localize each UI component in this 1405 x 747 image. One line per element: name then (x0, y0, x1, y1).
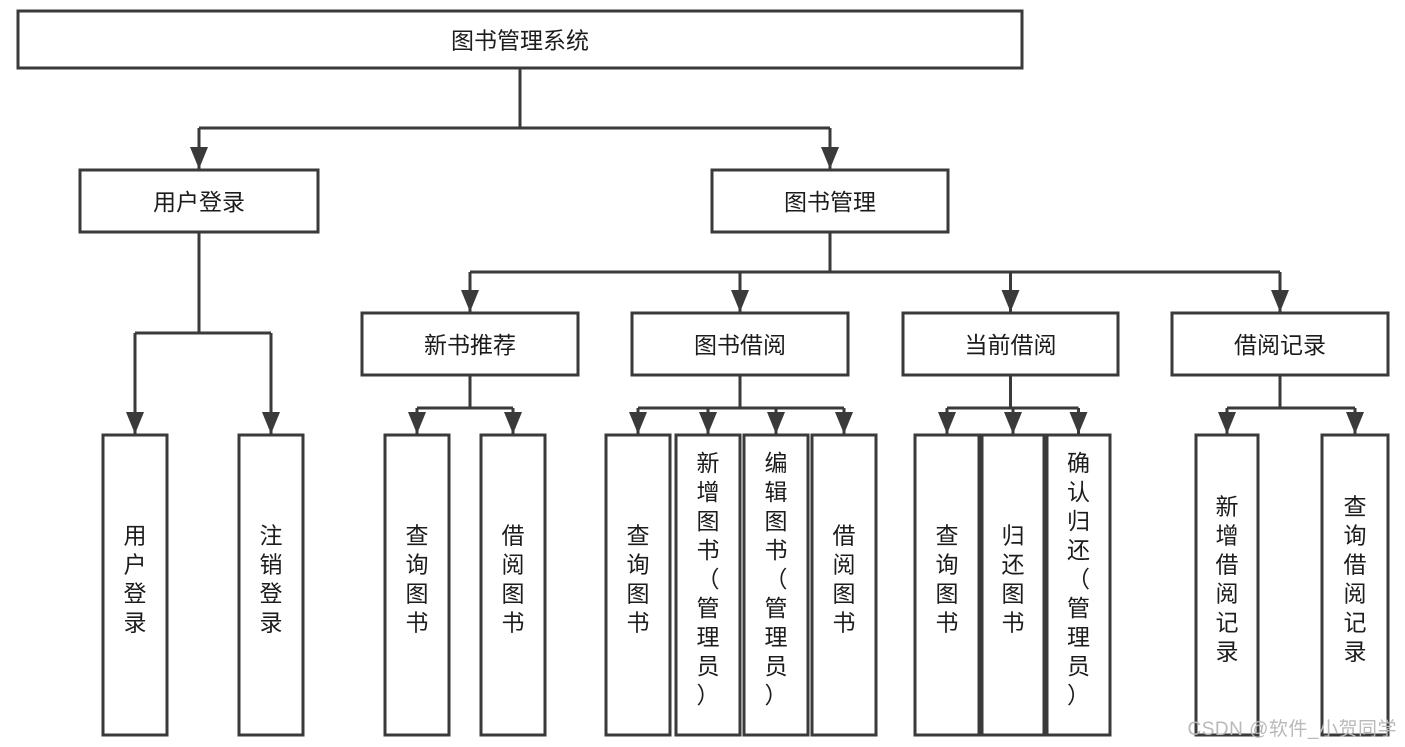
node-leaf-query-borrow-record-box[interactable] (1320, 433, 1390, 737)
node-leaf-return-book-label: 归还图书 (1002, 523, 1025, 636)
node-leaf-borrow-book[interactable]: 借阅图书 (810, 433, 878, 737)
arrow-head-icon (821, 147, 839, 169)
node-book-manage-label: 图书管理 (784, 189, 876, 215)
node-leaf-add-borrow-record-box[interactable] (1194, 433, 1260, 737)
arrow-head-icon (461, 290, 479, 312)
node-leaf-edit-book-admin[interactable]: 编辑图书（管理员） (742, 433, 810, 737)
arrow-head-icon (731, 290, 749, 312)
node-leaf-return-book[interactable]: 归还图书 (980, 433, 1046, 737)
node-leaf-query-book-rec-box[interactable] (383, 433, 451, 737)
arrow-head-icon (767, 412, 785, 434)
node-root-box[interactable] (16, 9, 1024, 70)
node-book-manage[interactable]: 图书管理 (710, 168, 950, 234)
node-book-borrow[interactable]: 图书借阅 (630, 311, 850, 377)
arrow-head-icon (835, 412, 853, 434)
node-leaf-borrow-book-rec-label: 借阅图书 (502, 523, 525, 636)
node-current-borrow-label: 当前借阅 (965, 332, 1057, 358)
arrow-head-icon (629, 412, 647, 434)
arrow-head-icon (1346, 412, 1364, 434)
node-leaf-user-login[interactable]: 用户登录 (101, 433, 169, 737)
node-current-borrow-box[interactable] (901, 311, 1120, 377)
node-leaf-query-borrow-record[interactable]: 查询借阅记录 (1320, 433, 1390, 737)
node-root[interactable]: 图书管理系统 (16, 9, 1024, 70)
node-new-book-recommend-label: 新书推荐 (424, 332, 516, 358)
node-leaf-logout-label: 注销登录 (260, 523, 283, 636)
csdn-watermark: CSDN @软件_小贺同学 (1187, 719, 1397, 740)
node-leaf-query-borrow-record-label: 查询借阅记录 (1344, 494, 1367, 665)
node-leaf-borrow-book-rec-box[interactable] (479, 433, 547, 737)
node-leaf-add-borrow-record[interactable]: 新增借阅记录 (1194, 433, 1260, 737)
node-book-manage-box[interactable] (710, 168, 950, 234)
node-leaf-query-book-borrow[interactable]: 查询图书 (604, 433, 672, 737)
arrow-head-icon (190, 147, 208, 169)
node-leaf-confirm-return-admin[interactable]: 确认归还（管理员） (1045, 433, 1112, 737)
node-borrow-record-label: 借阅记录 (1234, 332, 1326, 358)
node-borrow-record-box[interactable] (1170, 311, 1390, 377)
node-leaf-confirm-return-admin-box[interactable] (1045, 433, 1112, 737)
boxes-layer: 图书管理系统用户登录图书管理新书推荐图书借阅当前借阅借阅记录用户登录注销登录查询… (16, 9, 1390, 737)
node-book-borrow-label: 图书借阅 (694, 332, 786, 358)
node-leaf-add-book-admin-box[interactable] (674, 433, 742, 737)
node-leaf-user-login-box[interactable] (101, 433, 169, 737)
node-leaf-logout[interactable]: 注销登录 (237, 433, 305, 737)
arrow-head-icon (126, 412, 144, 434)
arrow-head-icon (1001, 290, 1020, 312)
node-new-book-recommend-box[interactable] (360, 311, 580, 377)
node-leaf-query-book-rec[interactable]: 查询图书 (383, 433, 451, 737)
node-leaf-confirm-return-admin-label: 确认归还（管理员） (1067, 450, 1090, 708)
arrow-head-icon (1069, 412, 1088, 434)
arrow-head-icon (262, 412, 280, 434)
arrow-head-icon (1004, 412, 1022, 434)
arrow-head-icon (699, 412, 717, 434)
connectors-layer (126, 68, 1364, 434)
arrow-head-icon (938, 412, 956, 434)
node-leaf-borrow-book-box[interactable] (810, 433, 878, 737)
node-user-login[interactable]: 用户登录 (78, 168, 320, 234)
node-leaf-query-book-current[interactable]: 查询图书 (913, 433, 981, 737)
node-leaf-query-book-rec-label: 查询图书 (406, 523, 429, 636)
node-leaf-edit-book-admin-label: 编辑图书（管理员） (765, 450, 788, 708)
node-leaf-query-book-borrow-box[interactable] (604, 433, 672, 737)
node-leaf-user-login-label: 用户登录 (124, 523, 147, 636)
node-current-borrow[interactable]: 当前借阅 (901, 311, 1120, 377)
node-leaf-borrow-book-label: 借阅图书 (833, 523, 856, 636)
arrow-head-icon (504, 412, 522, 434)
arrow-head-icon (408, 412, 426, 434)
node-leaf-query-book-current-box[interactable] (913, 433, 981, 737)
node-root-label: 图书管理系统 (451, 28, 589, 54)
node-leaf-add-borrow-record-label: 新增借阅记录 (1216, 494, 1239, 665)
node-book-borrow-box[interactable] (630, 311, 850, 377)
node-leaf-query-book-borrow-label: 查询图书 (627, 523, 650, 636)
node-leaf-add-book-admin[interactable]: 新增图书（管理员） (674, 433, 742, 737)
arrow-head-icon (1271, 290, 1289, 312)
node-leaf-edit-book-admin-box[interactable] (742, 433, 810, 737)
node-user-login-label: 用户登录 (153, 189, 245, 215)
arrow-head-icon (1218, 412, 1236, 434)
node-user-login-box[interactable] (78, 168, 320, 234)
node-leaf-return-book-box[interactable] (980, 433, 1046, 737)
node-leaf-logout-box[interactable] (237, 433, 305, 737)
node-borrow-record[interactable]: 借阅记录 (1170, 311, 1390, 377)
node-new-book-recommend[interactable]: 新书推荐 (360, 311, 580, 377)
node-leaf-add-book-admin-label: 新增图书（管理员） (697, 450, 720, 708)
node-leaf-query-book-current-label: 查询图书 (936, 523, 959, 636)
node-leaf-borrow-book-rec[interactable]: 借阅图书 (479, 433, 547, 737)
